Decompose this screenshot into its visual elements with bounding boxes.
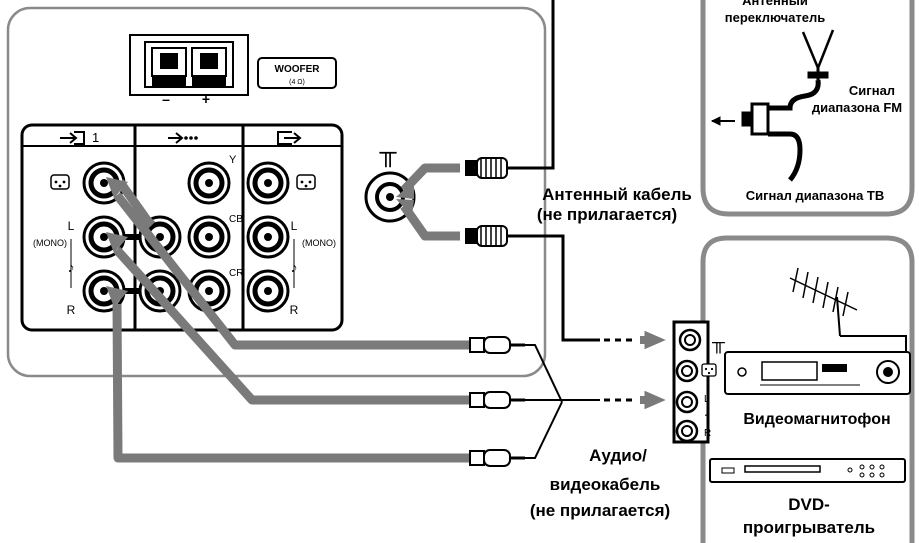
tv-antenna-icon	[789, 267, 907, 355]
antenna-cable-plug-top	[464, 157, 508, 179]
vcr-video-jack[interactable]	[675, 359, 699, 383]
antenna-cable-line1: Антенный кабель	[542, 185, 692, 204]
av-cable-plug-audio-l	[468, 390, 527, 410]
external-devices-box: ╥ L ♪ R Видеомагнитофон	[672, 235, 915, 543]
antenna-cable-bottom-line	[507, 234, 600, 342]
svg-text:♪: ♪	[291, 259, 298, 275]
video-out-icon	[296, 174, 316, 190]
audio-l-label-left: L	[68, 219, 75, 233]
component-cr-label: CR	[229, 268, 243, 279]
tv-rear-panel: – + WOOFER (4 Ω) 1	[6, 6, 547, 378]
component-y-label: Y	[229, 154, 237, 166]
vcr-video-icon	[701, 363, 717, 377]
dvd-device	[709, 458, 906, 483]
av-cable-line2: видеокабель	[550, 475, 661, 494]
output-icon	[277, 131, 302, 145]
video-icon	[50, 174, 70, 190]
mono-label-right: (MONO)	[302, 238, 336, 248]
audio-l-label-right: L	[291, 219, 298, 233]
svg-text:♪: ♪	[68, 259, 75, 275]
fm-signal-line2: диапазона FM	[812, 100, 902, 115]
video-out-jack[interactable]	[248, 163, 288, 203]
mono-label-left: (MONO)	[33, 238, 67, 248]
vcr-audio-l-jack[interactable]	[675, 390, 699, 414]
component-cb-jack[interactable]	[189, 217, 229, 257]
antenna-cable-top-line	[507, 0, 555, 170]
antenna-switch-box: Антенный переключатель Сигнал диапазона …	[700, 0, 915, 217]
vcr-audio-note: ♪	[704, 408, 709, 419]
device-jack-strip	[672, 320, 710, 444]
av-cable-bundle	[525, 344, 600, 459]
antenna-symbol: ╥	[378, 139, 397, 168]
component-input-icon	[168, 132, 198, 144]
vcr-audio-r-label: R	[704, 428, 711, 439]
audio-r-label-left: R	[67, 303, 76, 317]
antenna-switch-title-line2: переключатель	[725, 10, 825, 25]
av-cable-plug-audio-r	[468, 448, 527, 468]
vcr-label: Видеомагнитофон	[743, 411, 890, 428]
dvd-label-line1: DVD-	[788, 495, 830, 514]
dvd-label-line2: проигрыватель	[743, 518, 875, 537]
av-cable-arrowheads	[106, 177, 128, 307]
av-cable-lines	[112, 179, 473, 463]
vcr-antenna-jack[interactable]	[678, 328, 702, 352]
woofer-terminal: – +	[129, 34, 249, 107]
antenna-arrowhead	[396, 181, 414, 199]
audio-note-icon-left: ♪	[68, 239, 75, 288]
av-cable-line1: Аудио/	[589, 446, 647, 465]
component-y-jack[interactable]	[189, 163, 229, 203]
av-cable-line3: (не прилагается)	[530, 501, 670, 520]
audio-r-out-jack[interactable]	[248, 271, 288, 311]
antenna-switch-title-line1: Антенный	[742, 0, 808, 8]
antenna-cable-plug-bottom	[464, 225, 508, 247]
antenna-arrowhead	[396, 199, 414, 216]
fm-antenna-icon	[801, 29, 835, 80]
antenna-cable-line2: (не прилагается)	[537, 205, 677, 224]
audio-l-out-jack[interactable]	[248, 217, 288, 257]
vcr-audio-r-jack[interactable]	[675, 419, 699, 443]
woofer-badge: WOOFER (4 Ω)	[257, 57, 337, 89]
audio-note-icon-right: ♪	[291, 239, 298, 288]
splitter-icon	[710, 79, 821, 182]
input-1-number: 1	[92, 130, 99, 145]
input-1-icon	[60, 131, 85, 145]
antenna-gray-links	[400, 163, 460, 241]
audio-r-label-right: R	[290, 303, 299, 317]
fm-signal-line1: Сигнал	[849, 83, 895, 98]
vcr-device	[724, 351, 911, 395]
dashed-connection	[604, 338, 632, 402]
vcr-antenna-symbol: ╥	[711, 332, 725, 354]
tv-signal-label: Сигнал диапазона ТВ	[746, 188, 885, 203]
woofer-plus: +	[202, 91, 210, 107]
vcr-audio-l-label: L	[704, 394, 710, 405]
input-jack-panel: 1 (MONO) L R ♪	[20, 123, 344, 332]
woofer-label: WOOFER	[275, 64, 321, 75]
woofer-minus: –	[162, 91, 170, 107]
component-cb-label: CB	[229, 214, 243, 225]
woofer-impedance: (4 Ω)	[289, 79, 305, 86]
